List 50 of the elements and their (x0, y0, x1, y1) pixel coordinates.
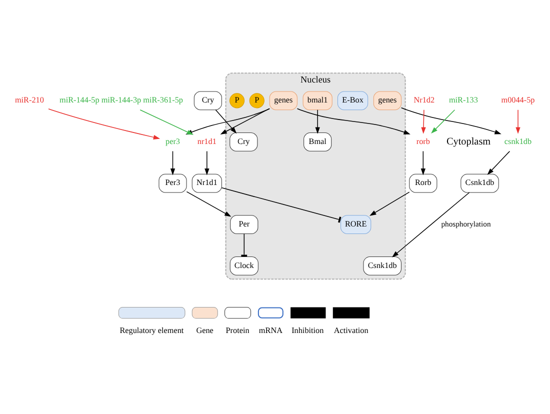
node-box: Nr1d1 (192, 173, 222, 192)
arrow (516, 109, 520, 134)
arrow (370, 191, 410, 216)
node-box: Csnk1db (460, 173, 499, 192)
node-box: Cry (230, 132, 258, 151)
arrow (487, 150, 510, 174)
arrow (421, 109, 426, 134)
arrow (48, 108, 160, 139)
legend-label: Gene (196, 326, 214, 335)
node-box: Bmal (304, 132, 332, 151)
arrow (170, 150, 176, 175)
node-text: m0044-5p (501, 95, 535, 104)
node-text: nr1d1 (197, 136, 216, 146)
node-box: RORE (340, 214, 372, 234)
node-text: miR-144-5p miR-144-3p miR-361-5p (60, 95, 183, 104)
legend-label: mRNA (258, 326, 282, 335)
node-circle: P (229, 92, 245, 108)
node-box: bmal1 (302, 90, 332, 110)
arrow (296, 108, 410, 134)
node-box: Rorb (409, 173, 438, 192)
arrow (392, 192, 470, 257)
node-text: csnk1db (504, 136, 532, 146)
legend-label: Protein (226, 326, 250, 335)
node-text: Nr1d2 (414, 95, 435, 104)
node-box: Per3 (158, 173, 187, 192)
node-box: Clock (230, 256, 258, 275)
legend-label: Activation (334, 326, 368, 335)
label: Cytoplasm (446, 136, 491, 148)
arrow (186, 190, 232, 216)
node-text: per3 (166, 136, 180, 146)
node-box: Per (230, 214, 258, 234)
arrow (431, 109, 456, 134)
node-box: Cry (194, 90, 222, 110)
node-box: genes (269, 90, 298, 110)
node-text: miR-210 (14, 95, 44, 104)
node-box: genes (373, 90, 402, 110)
arrow (204, 150, 210, 175)
node-text: miR-133 (448, 95, 478, 104)
node-circle: P (249, 92, 264, 108)
node-box: E-Box (337, 90, 368, 110)
arrow (420, 150, 426, 175)
arrow (400, 106, 502, 134)
edge-label: phosphorylation (441, 218, 491, 228)
arrow (215, 109, 237, 134)
connector (221, 186, 342, 222)
node-text: rorb (416, 136, 430, 146)
legend-label: Inhibition (292, 326, 324, 335)
node-box: Csnk1db (363, 256, 402, 275)
legend-label: Regulatory element (120, 326, 184, 335)
arrow (315, 109, 320, 134)
